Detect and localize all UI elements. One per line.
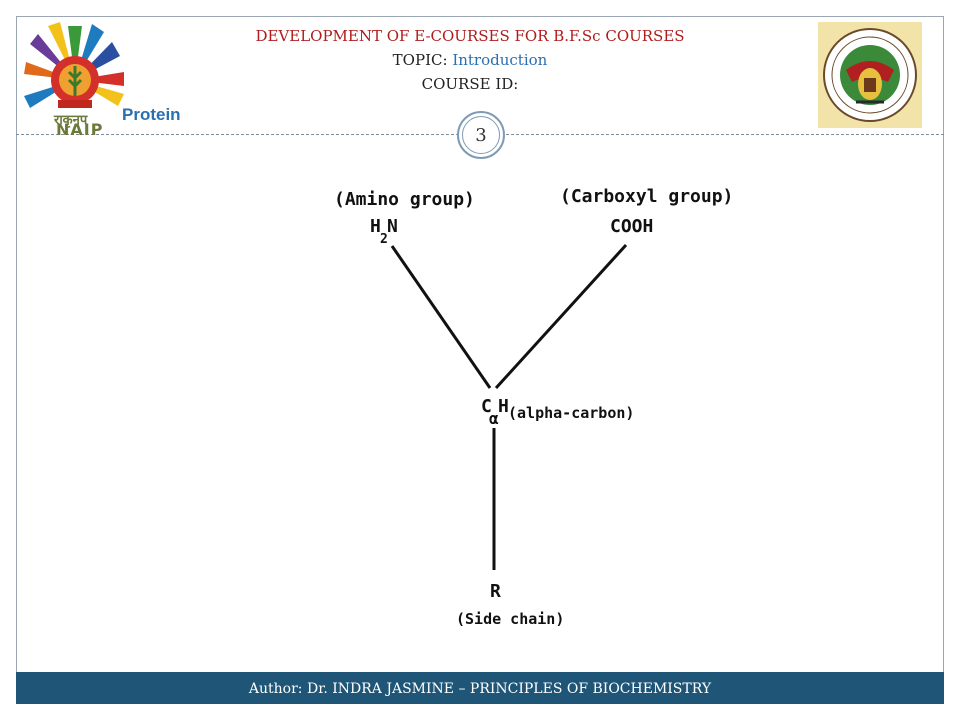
- carboxyl-bond-line: [494, 243, 628, 390]
- alpha-carbon-h: H: [498, 396, 509, 417]
- side-chain-label: (Side chain): [456, 610, 564, 628]
- page-number: 3: [462, 116, 500, 154]
- alpha-carbon-c: C: [481, 396, 492, 417]
- topic-label: TOPIC:: [392, 51, 448, 69]
- amino-bond-line: [390, 245, 492, 389]
- header-topic: TOPIC: Introduction: [200, 48, 740, 72]
- naip-acronym: NAIP: [56, 120, 104, 139]
- amino-formula-h: H: [370, 216, 381, 237]
- slide-footer: Author: Dr. INDRA JASMINE – PRINCIPLES O…: [16, 672, 944, 704]
- alpha-carbon-label: (alpha-carbon): [508, 404, 634, 422]
- alpha-symbol: α: [489, 409, 499, 428]
- topic-value: Introduction: [452, 51, 548, 69]
- amino-group-label: (Amino group): [334, 189, 475, 210]
- carboxyl-group-label: (Carboxyl group): [560, 186, 733, 207]
- naip-logo-icon: राकृनप: [24, 22, 124, 128]
- amino-formula-subscript: 2: [380, 232, 388, 247]
- page-number-badge: 3: [457, 111, 505, 159]
- carboxyl-formula: COOH: [610, 216, 653, 237]
- r-group-label: R: [490, 581, 501, 602]
- amino-formula-n: N: [387, 216, 398, 237]
- header-title: DEVELOPMENT OF E-COURSES FOR B.F.Sc COUR…: [255, 27, 685, 45]
- naip-script-text: राकृनप: [53, 113, 88, 128]
- university-seal-icon: [818, 22, 922, 128]
- slide-header: DEVELOPMENT OF E-COURSES FOR B.F.Sc COUR…: [200, 24, 740, 96]
- section-label: Protein: [122, 105, 181, 124]
- header-course-id: COURSE ID:: [421, 75, 519, 93]
